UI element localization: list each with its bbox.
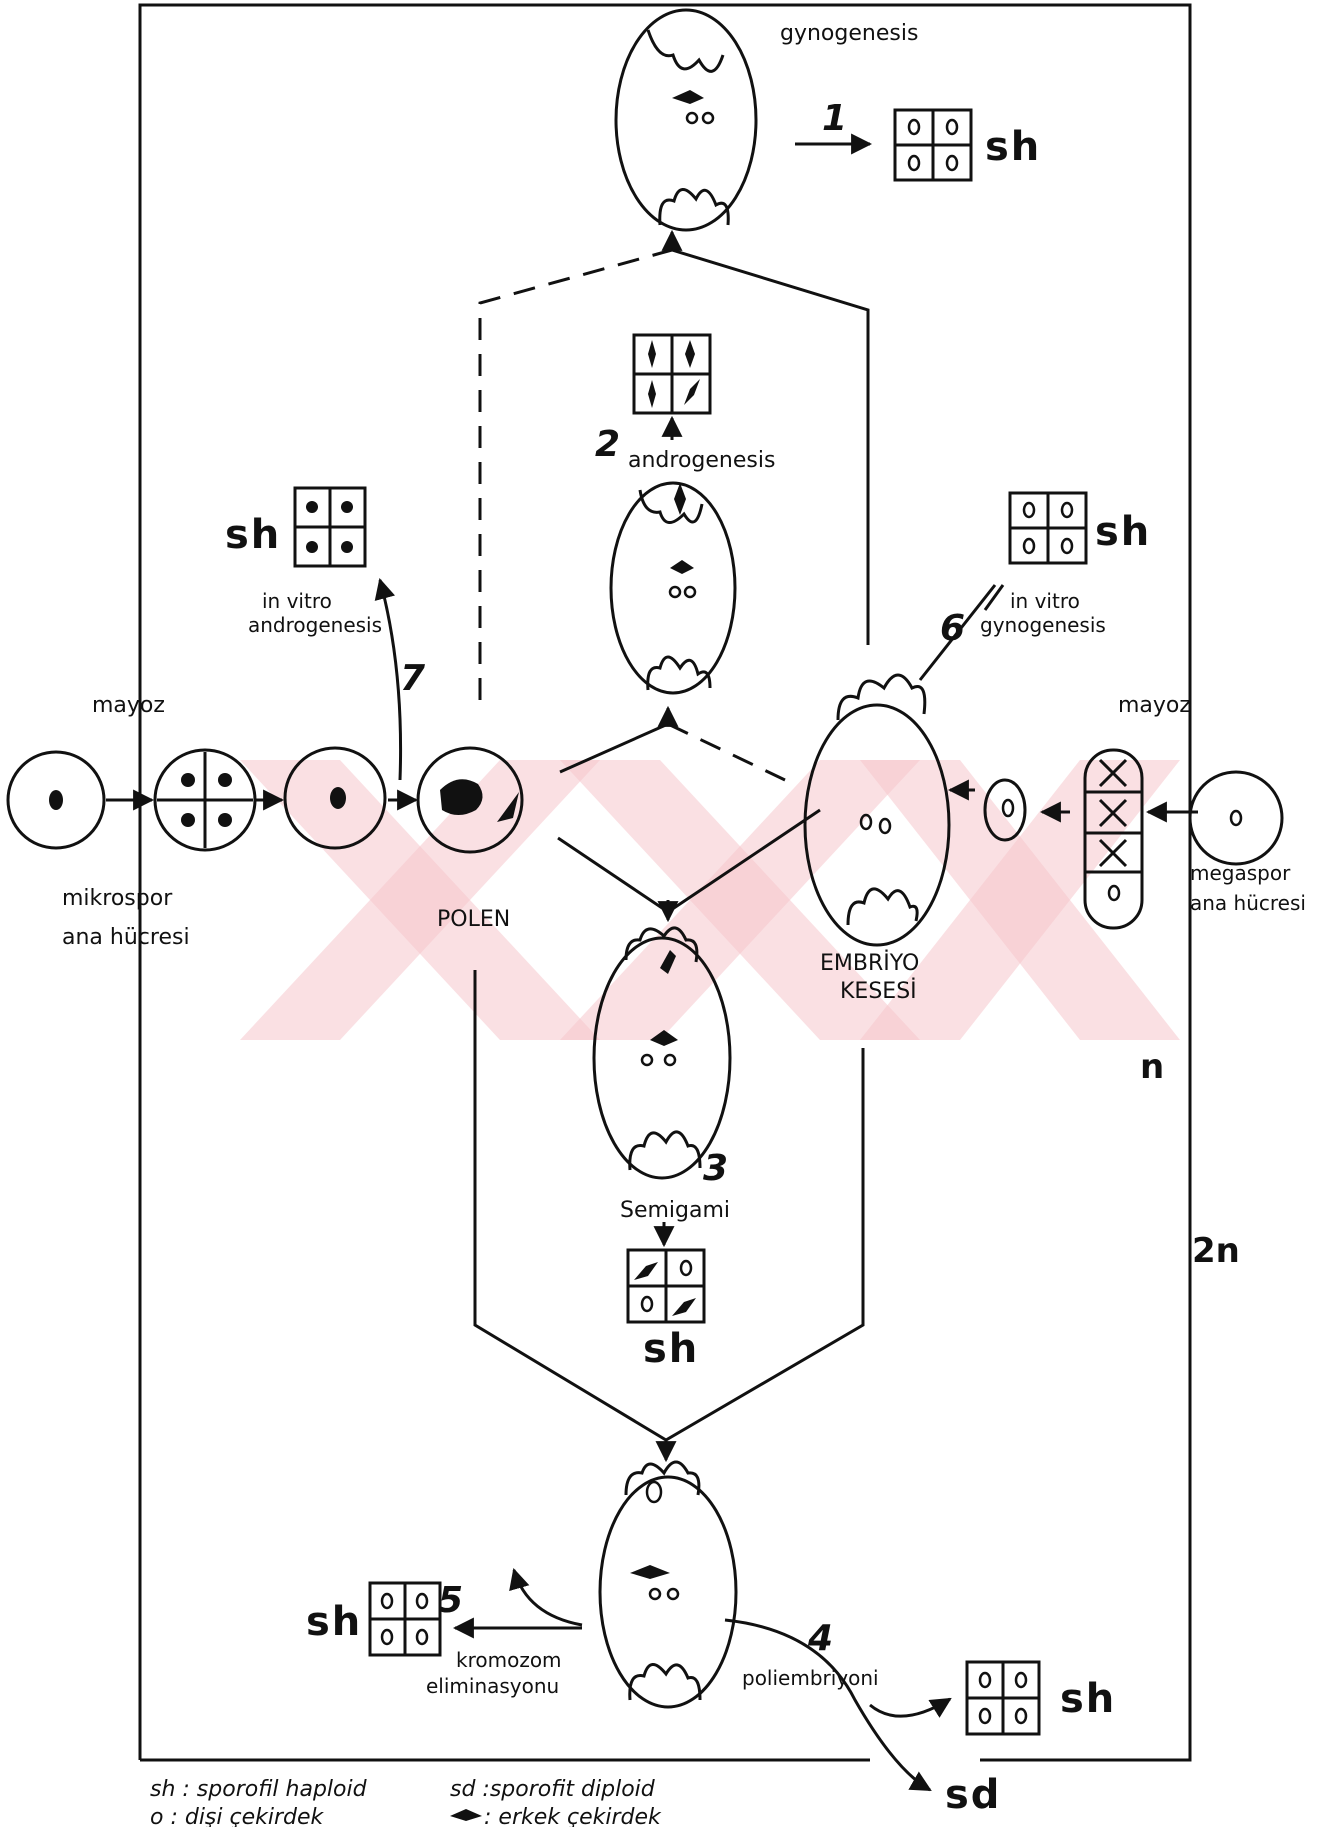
legend-o: o : dişi çekirdek [150,1805,325,1827]
label-n: n [1140,1047,1164,1087]
grid-result-4 [967,1662,1039,1734]
label-embriyo-1: EMBRİYO [820,950,919,976]
result-sd: sd [945,1772,1001,1818]
grid-result-1 [895,110,971,180]
line-6b [985,585,1003,610]
label-in-vitro-andro-2: androgenesis [248,613,382,637]
label-kromozom-1: kromozom [456,1648,562,1672]
pollen-to-gyno-dashed [480,250,672,700]
watermark [240,760,1180,1040]
label-2n: 2n [1192,1231,1240,1271]
step-5: 5 [438,1580,463,1621]
result-sh-4: sh [1060,1676,1116,1722]
label-mikrospor-2: ana hücresi [62,925,190,950]
label-polen: POLEN [437,907,510,932]
grid-result-7 [295,488,365,566]
ovule-androgenesis [611,483,735,693]
label-mayoz-left: mayoz [92,693,165,718]
grid-result-6 [1010,493,1086,563]
legend: sh : sporofil haploid o : dişi çekirdek … [150,1777,662,1827]
label-gynogenesis: gynogenesis [780,21,918,46]
legend-male: : erkek çekirdek [484,1805,662,1827]
ovule-gynogenesis [616,10,756,230]
step-2: 2 [595,424,620,465]
male-nucleus-icon [450,1809,482,1821]
label-kromozom-2: eliminasyonu [426,1674,559,1698]
grid-result-3 [628,1250,704,1322]
label-poliembriyoni: poliembriyoni [742,1666,879,1690]
result-sh-5: sh [306,1599,362,1645]
label-in-vitro-gyno-2: gynogenesis [980,613,1106,637]
embryosac-to-andro-dashed [668,724,785,780]
grid-result-5 [370,1583,440,1655]
ovule-bottom [600,1462,736,1707]
result-sh-1: sh [985,124,1041,170]
label-mikrospor-1: mikrospor [62,886,173,911]
label-in-vitro-gyno-1: in vitro [1010,589,1080,613]
arrow-5 [514,1570,582,1625]
legend-sh: sh : sporofil haploid [150,1777,368,1802]
step-4: 4 [807,1618,833,1659]
megaspore-mother-cell [1190,772,1282,864]
label-semigami: Semigami [620,1198,730,1223]
grid-androgenesis [634,335,710,413]
step-7: 7 [400,658,425,699]
label-embriyo-2: KESESİ [840,978,917,1004]
label-megaspor-1: megaspor [1190,861,1291,885]
tetrad-cell [155,750,255,850]
legend-sd: sd :sporofit diploid [450,1777,656,1802]
label-mayoz-right: mayoz [1118,693,1191,718]
step-1: 1 [822,98,847,139]
label-megaspor-2: ana hücresi [1190,891,1306,915]
arrow-4-to-sh [870,1699,950,1716]
arrow-7 [380,580,401,780]
result-sh-6: sh [1095,509,1151,555]
label-androgenesis: androgenesis [628,448,775,473]
microspore-mother-cell [8,752,104,848]
step-3: 3 [703,1148,728,1189]
label-in-vitro-andro-1: in vitro [262,589,332,613]
result-sh-7: sh [225,512,281,558]
result-sh-3: sh [643,1326,699,1372]
